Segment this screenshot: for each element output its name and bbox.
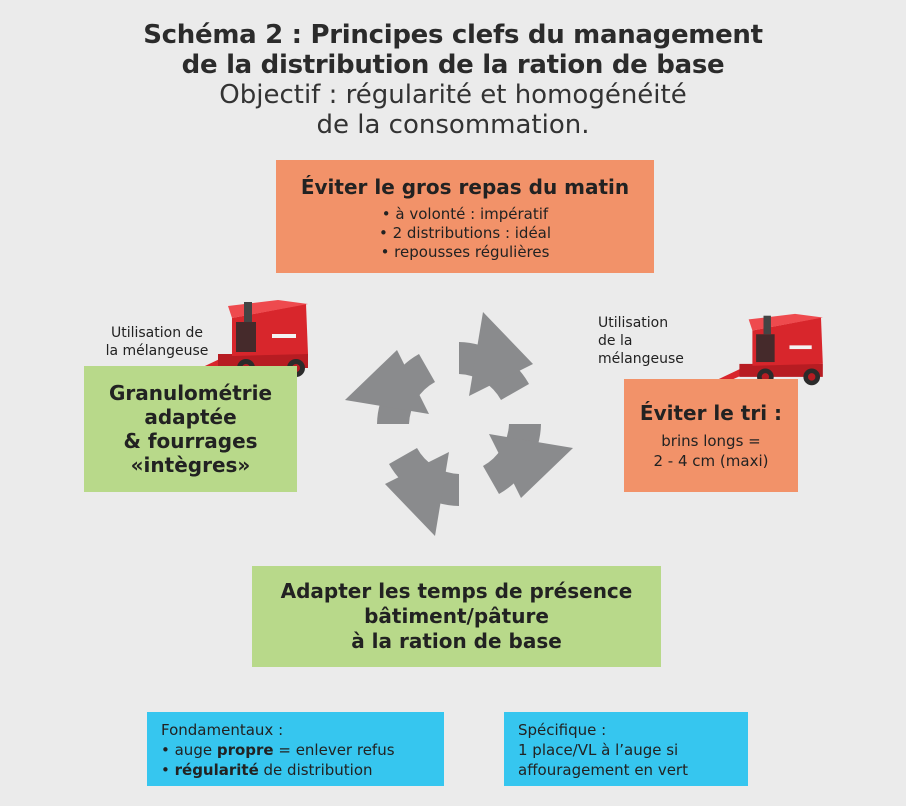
left-caption-line: la mélangeuse	[105, 343, 209, 359]
box-granulometry-line: adaptée	[144, 405, 237, 429]
box-fundamentals: Fondamentaux : • auge propre = enlever r…	[147, 712, 444, 786]
box-presence-time-line: bâtiment/pâture	[364, 604, 549, 628]
fundamentals-emphasis: propre	[216, 741, 274, 759]
box-morning-meal-item: • 2 distributions : idéal	[378, 224, 552, 242]
box-specific: Spécifique : 1 place/VL à l’auge si affo…	[504, 712, 748, 786]
right-caption-line: de la	[598, 333, 633, 349]
box-morning-meal-item: • repousses régulières	[380, 243, 550, 261]
subtitle-line-1: Objectif : régularité et homogénéité	[219, 80, 687, 110]
fundamentals-emphasis: régularité	[174, 761, 259, 779]
specific-line: affouragement en vert	[518, 761, 688, 779]
specific-line: 1 place/VL à l’auge si	[518, 741, 679, 759]
box-granulometry-line: Granulométrie	[108, 381, 273, 405]
left-caption-line: Utilisation de	[110, 325, 204, 341]
right-caption-line: mélangeuse	[598, 351, 684, 367]
box-morning-meal-item: • à volonté : impératif	[381, 205, 549, 223]
left-mixer-caption: Utilisation de la mélangeuse	[82, 324, 232, 360]
fundamentals-line: • auge propre = enlever refus	[161, 740, 395, 760]
box-granulometry-line: & fourrages	[123, 429, 258, 453]
box-granulometry: Granulométrie adaptée & fourrages «intèg…	[84, 366, 297, 492]
fundamentals-text: de distribution	[258, 761, 373, 779]
fundamentals-text: •	[161, 761, 175, 779]
fundamentals-text: • auge	[161, 741, 217, 759]
title-line-2: de la distribution de la ration de base	[181, 50, 725, 80]
box-avoid-sorting-heading: Éviter le tri :	[639, 400, 783, 425]
right-mixer-caption: Utilisation de la mélangeuse	[598, 314, 718, 368]
box-avoid-sorting: Éviter le tri : brins longs = 2 - 4 cm (…	[624, 379, 798, 492]
title-line-1: Schéma 2 : Principes clefs du management	[143, 20, 763, 50]
fundamentals-title: Fondamentaux :	[161, 721, 284, 739]
specific-title: Spécifique :	[518, 721, 607, 739]
box-granulometry-line: «intègres»	[130, 453, 251, 477]
fundamentals-line: • régularité de distribution	[161, 760, 373, 780]
box-presence-time-line: à la ration de base	[351, 629, 562, 653]
box-presence-time-line: Adapter les temps de présence	[280, 579, 633, 603]
box-presence-time: Adapter les temps de présence bâtiment/p…	[252, 566, 661, 667]
feed-mixer-wagon-icon	[711, 313, 823, 387]
cycle-arrows-icon	[345, 312, 573, 536]
box-morning-meal-heading: Éviter le gros repas du matin	[300, 175, 630, 199]
page-title: Schéma 2 : Principes clefs du management…	[0, 20, 906, 140]
right-caption-line: Utilisation	[598, 315, 669, 331]
box-avoid-sorting-item: brins longs =	[661, 431, 761, 450]
fundamentals-text: = enlever refus	[273, 741, 395, 759]
box-avoid-sorting-item: 2 - 4 cm (maxi)	[653, 451, 769, 470]
subtitle-line-2: de la consommation.	[316, 110, 590, 140]
box-morning-meal: Éviter le gros repas du matin • à volont…	[276, 160, 654, 273]
